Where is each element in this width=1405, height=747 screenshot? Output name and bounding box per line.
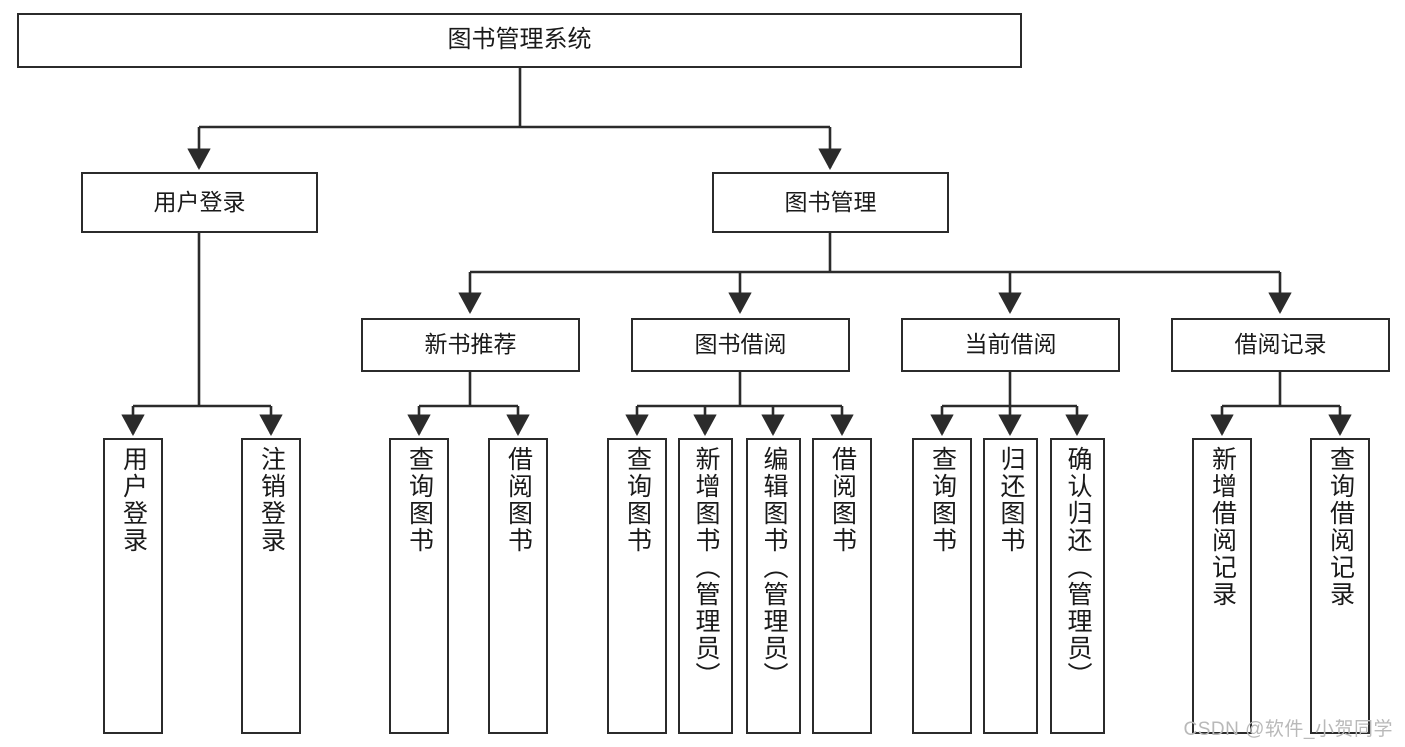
- node-label: 借阅记录: [1234, 331, 1327, 358]
- node-leaf-add-record[interactable]: 新增借阅记录: [1192, 438, 1252, 734]
- node-label: 新增图书（管理员）: [692, 446, 720, 689]
- node-label: 确认归还（管理员）: [1064, 446, 1092, 689]
- node-label: 查询图书: [405, 446, 434, 554]
- node-label: 注销登录: [257, 446, 286, 554]
- node-label: 新增借阅记录: [1208, 446, 1237, 608]
- node-borrow-record[interactable]: 借阅记录: [1171, 318, 1390, 372]
- node-label: 查询借阅记录: [1326, 446, 1355, 608]
- node-leaf-borrow-book-2[interactable]: 借阅图书: [812, 438, 872, 734]
- node-current-borrow[interactable]: 当前借阅: [901, 318, 1120, 372]
- node-label: 当前借阅: [964, 331, 1057, 358]
- node-label: 编辑图书（管理员）: [760, 446, 788, 689]
- node-label: 用户登录: [153, 188, 246, 215]
- node-root-system[interactable]: 图书管理系统: [17, 13, 1022, 68]
- node-leaf-query-book-3[interactable]: 查询图书: [912, 438, 972, 734]
- node-label: 借阅图书: [828, 446, 857, 554]
- node-label: 新书推荐: [424, 331, 517, 358]
- node-book-management[interactable]: 图书管理: [712, 172, 949, 233]
- node-new-book-recommend[interactable]: 新书推荐: [361, 318, 580, 372]
- node-leaf-borrow-book-1[interactable]: 借阅图书: [488, 438, 548, 734]
- node-leaf-query-book-2[interactable]: 查询图书: [607, 438, 667, 734]
- node-leaf-query-book-1[interactable]: 查询图书: [389, 438, 449, 734]
- node-leaf-user-login[interactable]: 用户登录: [103, 438, 163, 734]
- node-book-borrow[interactable]: 图书借阅: [631, 318, 850, 372]
- node-label: 查询图书: [623, 446, 652, 554]
- node-label: 图书借阅: [694, 331, 787, 358]
- node-label: 用户登录: [119, 446, 148, 554]
- node-label: 图书管理系统: [447, 26, 592, 54]
- node-label: 借阅图书: [504, 446, 533, 554]
- node-leaf-query-record[interactable]: 查询借阅记录: [1310, 438, 1370, 734]
- node-leaf-confirm-return[interactable]: 确认归还（管理员）: [1050, 438, 1105, 734]
- node-leaf-edit-book[interactable]: 编辑图书（管理员）: [746, 438, 801, 734]
- node-leaf-add-book[interactable]: 新增图书（管理员）: [678, 438, 733, 734]
- node-leaf-logout[interactable]: 注销登录: [241, 438, 301, 734]
- node-label: 归还图书: [997, 446, 1025, 554]
- node-label: 查询图书: [928, 446, 957, 554]
- node-leaf-return-book[interactable]: 归还图书: [983, 438, 1038, 734]
- node-user-login[interactable]: 用户登录: [81, 172, 318, 233]
- node-label: 图书管理: [784, 188, 877, 215]
